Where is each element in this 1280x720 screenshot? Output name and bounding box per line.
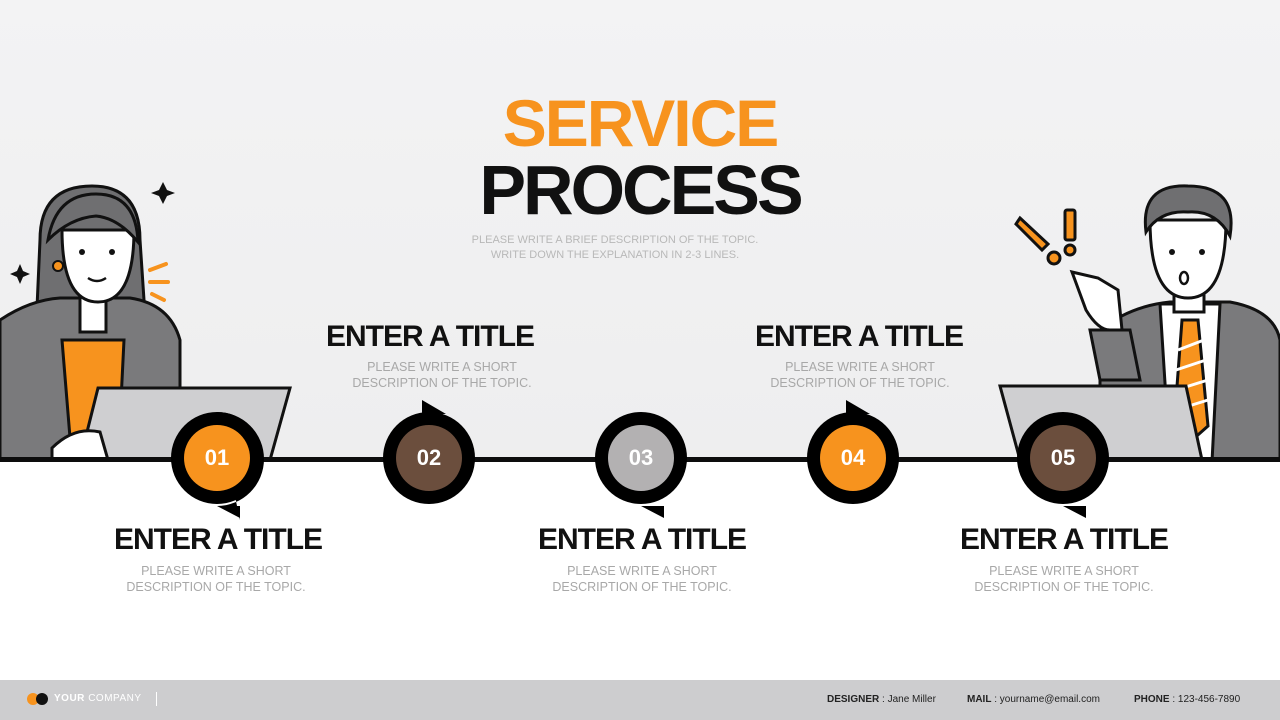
- step-number-02: 02: [416, 445, 442, 470]
- phone-label: PHONE: [1134, 694, 1170, 705]
- step-desc-02-line1: PLEASE WRITE A SHORT: [367, 360, 517, 374]
- footer-divider: [156, 692, 157, 706]
- step-number-04: 04: [840, 445, 866, 470]
- designer-info: DESIGNER : Jane Miller: [827, 694, 936, 705]
- step-desc-03-line1: PLEASE WRITE A SHORT: [567, 564, 717, 578]
- footer-bar: [0, 680, 1280, 720]
- step-desc-05-line2: DESCRIPTION OF THE TOPIC.: [974, 580, 1154, 594]
- mail-info: MAIL : yourname@email.com: [967, 694, 1100, 705]
- phone-info: PHONE : 123-456-7890: [1134, 694, 1240, 705]
- step-desc-04-line2: DESCRIPTION OF THE TOPIC.: [770, 376, 950, 390]
- designer-label: DESIGNER: [827, 694, 880, 705]
- step-desc-05-line1: PLEASE WRITE A SHORT: [989, 564, 1139, 578]
- page-subtitle-line2: WRITE DOWN THE EXPLANATION IN 2-3 LINES.: [490, 249, 740, 261]
- page-subtitle-line1: PLEASE WRITE A BRIEF DESCRIPTION OF THE …: [471, 234, 759, 246]
- step-marker-03: 03: [592, 410, 690, 540]
- step-desc-04-line1: PLEASE WRITE A SHORT: [785, 360, 935, 374]
- company-name: YOUR COMPANY: [54, 693, 142, 704]
- company-name-bold: YOUR: [54, 693, 85, 704]
- step-number-05: 05: [1050, 445, 1076, 470]
- page-title-service: SERVICE: [502, 86, 780, 160]
- step-title-04: ENTER A TITLE: [754, 320, 964, 353]
- company-name-light: COMPANY: [88, 693, 142, 704]
- step-marker-04: 04: [804, 400, 902, 530]
- step-marker-02: 02: [380, 400, 478, 530]
- step-title-05: ENTER A TITLE: [959, 523, 1169, 556]
- step-desc-02-line2: DESCRIPTION OF THE TOPIC.: [352, 376, 532, 390]
- step-marker-05: 05: [1014, 410, 1112, 540]
- designer-value: : Jane Miller: [879, 694, 936, 705]
- step-marker-01: 01: [168, 410, 266, 540]
- step-number-03: 03: [628, 445, 654, 470]
- step-desc-01-line2: DESCRIPTION OF THE TOPIC.: [126, 580, 306, 594]
- man-pointing-illustration: [998, 184, 1280, 462]
- page-title-process: PROCESS: [479, 151, 803, 229]
- step-number-01: 01: [204, 445, 230, 470]
- step-desc-01-line1: PLEASE WRITE A SHORT: [141, 564, 291, 578]
- company-logo-icon: [27, 693, 48, 705]
- step-title-01: ENTER A TITLE: [113, 523, 323, 556]
- mail-value: : yourname@email.com: [991, 694, 1100, 705]
- phone-value: : 123-456-7890: [1169, 694, 1241, 705]
- step-desc-03-line2: DESCRIPTION OF THE TOPIC.: [552, 580, 732, 594]
- step-title-02: ENTER A TITLE: [325, 320, 535, 353]
- step-title-03: ENTER A TITLE: [537, 523, 747, 556]
- mail-label: MAIL: [967, 694, 992, 705]
